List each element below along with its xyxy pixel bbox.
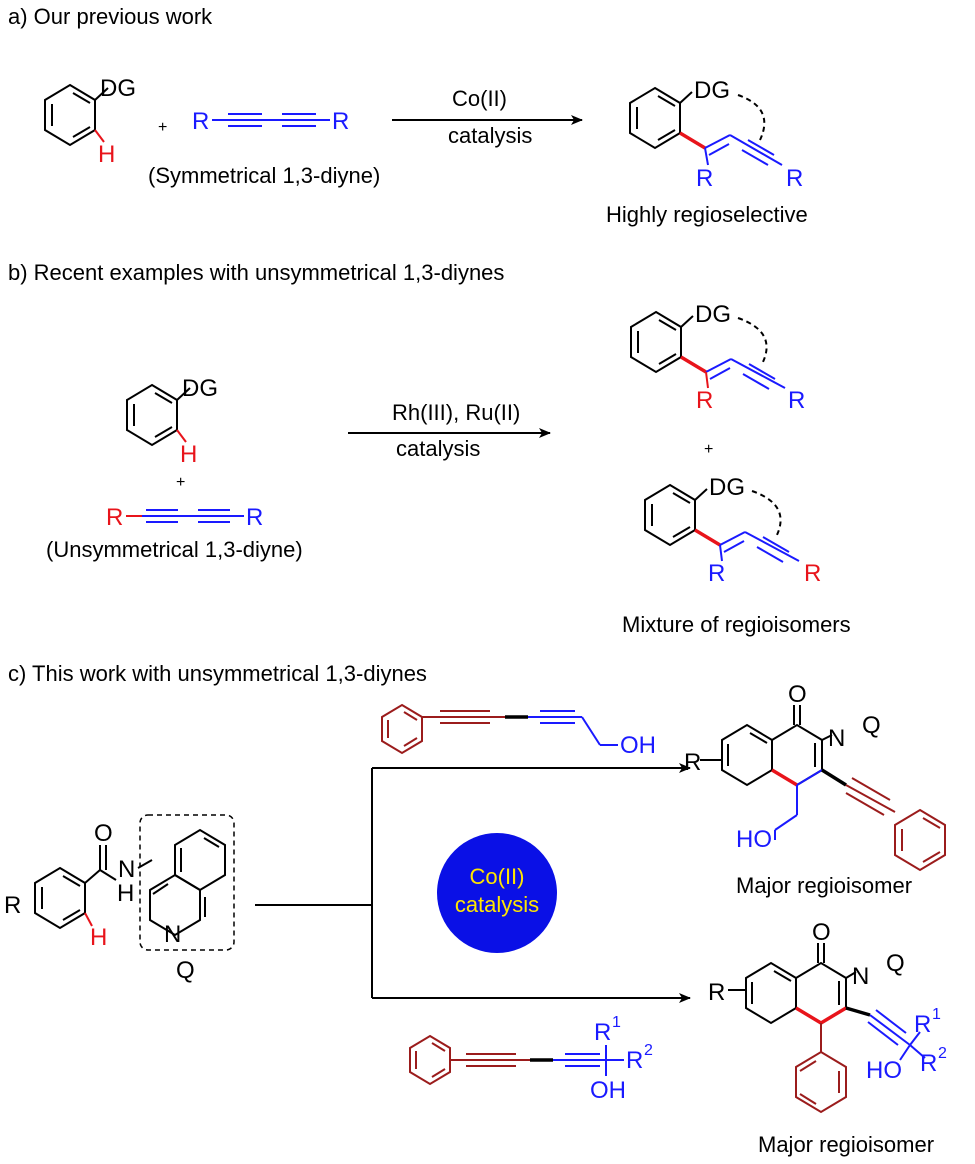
panel-c-prod2-q: Q bbox=[886, 950, 905, 977]
panel-b-h: H bbox=[180, 441, 197, 468]
panel-c-prod2-r: R bbox=[708, 979, 725, 1006]
panel-b-dg: DG bbox=[182, 375, 218, 402]
panel-c-diyne-top-oh: OH bbox=[620, 732, 656, 759]
panel-a-product-caption: Highly regioselective bbox=[606, 202, 808, 227]
panel-c-product-1 bbox=[700, 705, 946, 872]
panel-b-product-1 bbox=[630, 310, 786, 390]
panel-a-prod-r1: R bbox=[696, 165, 713, 192]
panel-c-prod2-n: N bbox=[852, 963, 869, 990]
panel-c-prod1-q: Q bbox=[862, 712, 881, 739]
panel-a-diyne bbox=[212, 113, 330, 127]
catalyst-line1: Co(II) bbox=[470, 864, 525, 889]
panel-c-starting-material bbox=[34, 814, 235, 951]
panel-a-r-left: R bbox=[192, 108, 209, 135]
panel-a-prod-dg: DG bbox=[694, 77, 730, 104]
panel-a-arrow-top: Co(II) bbox=[452, 86, 507, 111]
panel-b-p2-r1: R bbox=[708, 560, 725, 587]
panel-c-prod2-r1: R bbox=[914, 1011, 931, 1038]
panel-c-sm-n: N bbox=[118, 856, 135, 883]
panel-c-sm-r: R bbox=[4, 892, 21, 919]
panel-c-prod2-ho: HO bbox=[866, 1057, 902, 1084]
catalyst-circle bbox=[437, 833, 557, 953]
panel-c-prod1-n: N bbox=[828, 725, 845, 752]
panel-c-sm-o: O bbox=[94, 820, 113, 847]
panel-b-p1-r2: R bbox=[788, 387, 805, 414]
panel-c-sm-q: Q bbox=[176, 957, 195, 984]
panel-c-diyne-bottom bbox=[409, 1034, 624, 1086]
panel-b-p2-dg: DG bbox=[709, 474, 745, 501]
panel-b-plus: + bbox=[176, 474, 185, 491]
panel-b-arrow-bottom: catalysis bbox=[396, 436, 480, 461]
catalyst-line2: catalysis bbox=[455, 892, 539, 917]
panel-b-product-2 bbox=[644, 483, 800, 563]
panel-c-diyne-bot-r1-sup: 1 bbox=[612, 1014, 621, 1031]
panel-b-reagent-caption: (Unsymmetrical 1,3-diyne) bbox=[46, 537, 303, 562]
panel-b-r-left: R bbox=[106, 504, 123, 531]
panel-c-diyne-top bbox=[381, 703, 618, 755]
panel-a-r-right: R bbox=[332, 108, 349, 135]
panel-c-prod1-o: O bbox=[788, 681, 807, 708]
panel-c-diyne-bot-r2-sup: 2 bbox=[644, 1042, 653, 1059]
panel-c-prod2-o: O bbox=[812, 919, 831, 946]
panel-b-heading: b) Recent examples with unsymmetrical 1,… bbox=[8, 260, 504, 285]
panel-b-products-plus: + bbox=[704, 441, 713, 458]
panel-b-p1-r1: R bbox=[696, 387, 713, 414]
panel-a-reagent-caption: (Symmetrical 1,3-diyne) bbox=[148, 163, 380, 188]
panel-c-diyne-bot-r1: R bbox=[594, 1019, 611, 1046]
panel-c-sm-h-red: H bbox=[90, 924, 107, 951]
panel-c-prod2-r2: R bbox=[920, 1050, 937, 1077]
panel-a-h: H bbox=[98, 141, 115, 168]
panel-c-diyne-bot-r2: R bbox=[626, 1047, 643, 1074]
panel-c-heading: c) This work with unsymmetrical 1,3-diyn… bbox=[8, 661, 427, 686]
panel-c-prod2-caption: Major regioisomer bbox=[758, 1132, 934, 1157]
panel-a-prod-r2: R bbox=[786, 165, 803, 192]
panel-a-arene bbox=[44, 83, 109, 147]
panel-a-product bbox=[629, 86, 783, 166]
panel-b-arene bbox=[126, 383, 191, 447]
panel-c-product-2 bbox=[728, 943, 926, 1114]
panel-a-heading: a) Our previous work bbox=[8, 4, 213, 29]
panel-c-diyne-bot-oh: OH bbox=[590, 1077, 626, 1104]
panel-c-prod2-r2-sup: 2 bbox=[938, 1045, 947, 1062]
panel-b-r-right: R bbox=[246, 504, 263, 531]
panel-b-p2-r2: R bbox=[804, 560, 821, 587]
panel-c-branch-arrows bbox=[255, 763, 691, 1003]
panel-a-dg: DG bbox=[100, 75, 136, 102]
panel-c-prod1-ho: HO bbox=[736, 826, 772, 853]
panel-b-product-caption: Mixture of regioisomers bbox=[622, 612, 851, 637]
panel-a-arrow-bottom: catalysis bbox=[448, 123, 532, 148]
panel-c-prod1-caption: Major regioisomer bbox=[736, 873, 912, 898]
panel-c-prod2-r1-sup: 1 bbox=[932, 1006, 941, 1023]
panel-b-diyne bbox=[126, 509, 244, 523]
panel-a-plus: + bbox=[158, 119, 167, 136]
panel-b-p1-dg: DG bbox=[695, 301, 731, 328]
panel-c-prod1-r: R bbox=[684, 749, 701, 776]
panel-c-sm-nq: N bbox=[164, 921, 181, 948]
panel-c-sm-h: H bbox=[117, 880, 134, 907]
panel-b-arrow-top: Rh(III), Ru(II) bbox=[392, 400, 520, 425]
